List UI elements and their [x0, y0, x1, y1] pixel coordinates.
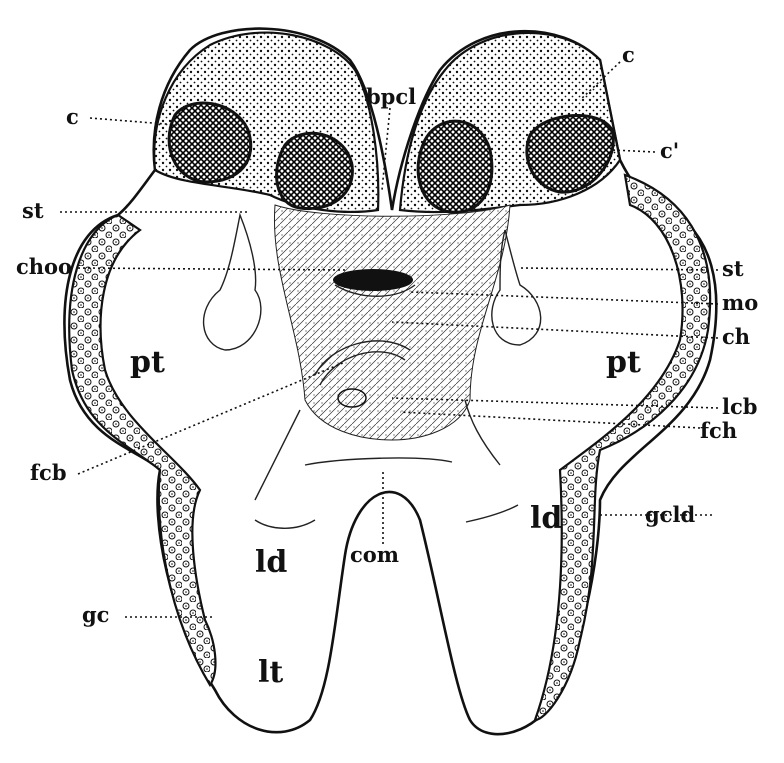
label-c-right: c	[622, 42, 635, 67]
eye-left-inner	[275, 131, 354, 211]
label-gc: gc	[82, 602, 109, 627]
label-st-right: st	[722, 256, 744, 281]
label-ch: ch	[722, 324, 750, 349]
label-pt-right: pt	[606, 345, 641, 380]
eye-right-inner	[416, 119, 494, 214]
mouth-opening	[333, 269, 416, 297]
statocyst-right	[491, 229, 542, 346]
label-c-prime: c'	[660, 138, 679, 163]
label-ld-right: ld	[530, 501, 562, 536]
label-ld-left: ld	[255, 545, 287, 580]
ganglion-band-left	[68, 213, 217, 688]
label-com: com	[350, 542, 399, 567]
label-choo: choo	[16, 254, 72, 279]
label-lcb: lcb	[722, 394, 757, 419]
figure-labels: c bpcl c c' st choo st mo ch pt pt lcb f…	[16, 42, 758, 690]
ganglion-band-right	[533, 173, 712, 722]
label-fch: fch	[700, 418, 737, 443]
cerebral-cartilage	[304, 340, 453, 466]
label-pt-left: pt	[130, 345, 165, 380]
statocyst-left	[203, 212, 262, 351]
eye-right-outer	[525, 113, 615, 194]
lower-lobes	[254, 399, 519, 529]
label-mo: mo	[722, 290, 758, 315]
label-c-left: c	[66, 104, 79, 129]
label-fcb: fcb	[30, 460, 67, 485]
leader-lines	[60, 61, 719, 618]
label-lt: lt	[258, 655, 283, 690]
label-gcld: gcld	[645, 502, 695, 527]
eye-left-outer	[167, 101, 253, 184]
label-bpcl: bpcl	[366, 84, 416, 109]
label-st-left: st	[22, 198, 44, 223]
